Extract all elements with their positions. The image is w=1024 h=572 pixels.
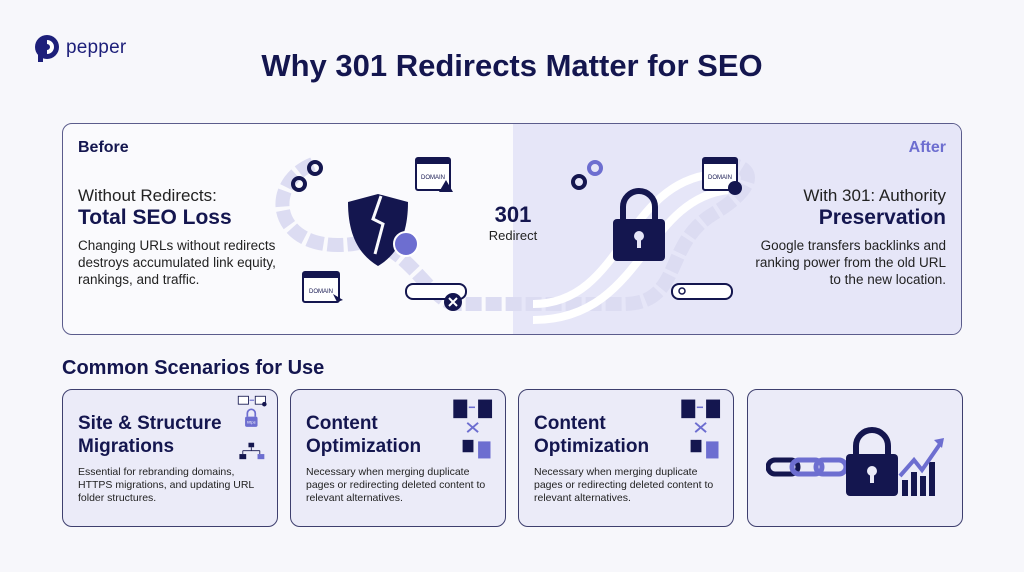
- scenario-card-content-optimization: Content Optimization Necessary when merg…: [290, 389, 506, 527]
- after-label: After: [908, 139, 946, 156]
- pepper-logo-icon: [35, 35, 59, 62]
- svg-text:DOMAIN: DOMAIN: [309, 289, 333, 295]
- scenario-card-content-optimization-2: Content Optimization Necessary when merg…: [518, 389, 734, 527]
- redirect-text: Redirect: [488, 228, 538, 243]
- after-subtitle: With 301: Authority: [803, 186, 946, 205]
- domain-warning-icon: DOMAIN: [415, 157, 453, 192]
- brand-logo: pepper: [34, 34, 126, 62]
- card-title: Content Optimization: [306, 413, 422, 457]
- failed-search-icon: [405, 283, 467, 311]
- before-after-panel: DOMAIN DOMAIN DOMAIN Before Without Redi…: [62, 123, 962, 335]
- scenarios-heading: Common Scenarios for Use: [62, 357, 325, 379]
- redirect-path-illustration: DOMAIN DOMAIN DOMAIN: [275, 157, 755, 324]
- svg-text:DOMAIN: DOMAIN: [708, 175, 732, 181]
- before-subtitle: Without Redirects:: [78, 186, 217, 205]
- https-badge: https: [247, 419, 256, 424]
- search-bar-icon: [671, 283, 733, 300]
- migration-icons: https: [237, 395, 267, 460]
- card-description: Necessary when merging duplicate pages o…: [306, 466, 486, 504]
- domain-verified-icon: DOMAIN: [702, 157, 742, 195]
- domain-click-icon: DOMAIN: [302, 271, 343, 303]
- merge-content-icons: [453, 399, 493, 459]
- broken-shield-icon: [348, 194, 419, 266]
- scenario-card-authority-growth: [747, 389, 963, 527]
- after-description: Google transfers backlinks and ranking p…: [755, 238, 946, 287]
- page-title: Why 301 Redirects Matter for SEO: [261, 48, 763, 83]
- merge-content-icons: [681, 399, 721, 459]
- redirect-label: 301 Redirect: [473, 202, 553, 243]
- scenario-card-migrations: Site & Structure Migrations Essential fo…: [62, 389, 278, 527]
- brand-name: pepper: [66, 37, 127, 58]
- redirect-number: 301: [494, 202, 532, 227]
- after-heading: Preservation: [818, 206, 946, 229]
- before-label: Before: [78, 139, 129, 156]
- before-description: Changing URLs without redirects destroys…: [78, 238, 276, 287]
- card-description: Essential for rebranding domains, HTTPS …: [78, 466, 254, 504]
- broken-link-icon: [291, 160, 323, 192]
- card-description: Necessary when merging duplicate pages o…: [534, 466, 714, 504]
- padlock-icon: [613, 188, 665, 261]
- card-title: Site & Structure Migrations: [78, 413, 222, 457]
- svg-text:DOMAIN: DOMAIN: [421, 175, 445, 181]
- link-icon: [571, 160, 603, 190]
- chain-lock-growth-icon: [766, 427, 944, 496]
- before-heading: Total SEO Loss: [78, 206, 232, 229]
- card-title: Content Optimization: [534, 413, 650, 457]
